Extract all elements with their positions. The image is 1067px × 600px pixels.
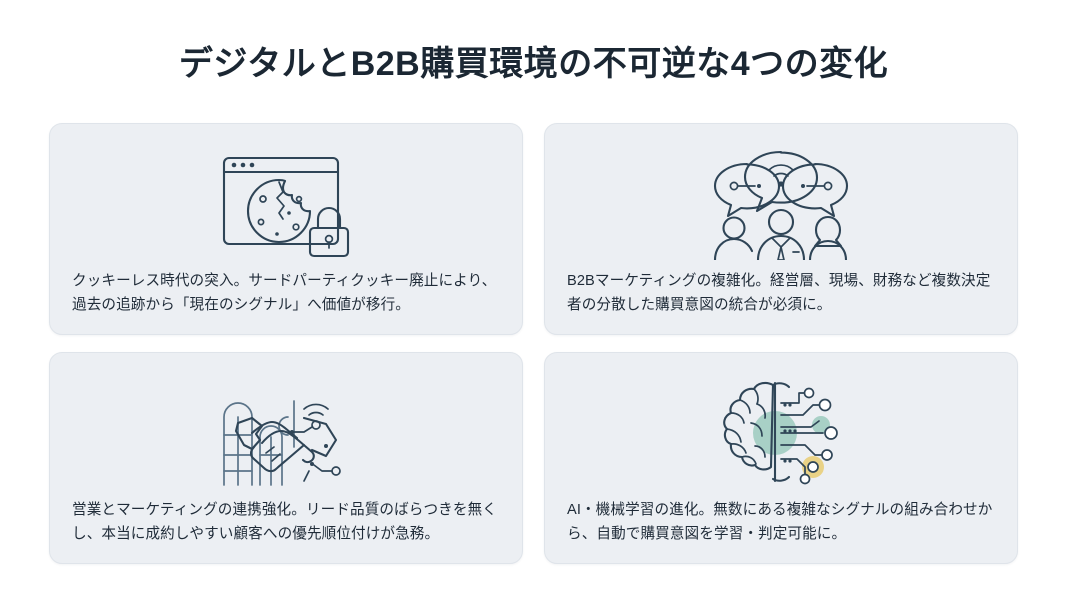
card-cookieless[interactable]: クッキーレス時代の突入。サードパーティクッキー廃止により、過去の追跡から「現在の… xyxy=(49,123,523,335)
people-speech-bubbles-icon xyxy=(703,142,859,260)
card-description: クッキーレス時代の突入。サードパーティクッキー廃止により、過去の追跡から「現在の… xyxy=(72,273,497,313)
card-description: 営業とマーケティングの連携強化。リード品質のばらつきを無くし、本当に成約しやすい… xyxy=(72,502,497,542)
card-b2b-complexity[interactable]: B2Bマーケティングの複雑化。経営層、現場、財務など複数決定者の分散した購買意図… xyxy=(544,123,1018,335)
browser-cookie-lock-icon xyxy=(211,142,361,260)
card-description: B2Bマーケティングの複雑化。経営層、現場、財務など複数決定者の分散した購買意図… xyxy=(567,273,991,313)
ai-brain-circuit-icon xyxy=(703,371,859,489)
cards-grid: クッキーレス時代の突入。サードパーティクッキー廃止により、過去の追跡から「現在の… xyxy=(49,123,1019,564)
card-description: AI・機械学習の進化。無数にある複雑なシグナルの組み合わせから、自動で購買意図を… xyxy=(567,502,993,542)
card-ai-machine-learning[interactable]: AI・機械学習の進化。無数にある複雑なシグナルの組み合わせから、自動で購買意図を… xyxy=(544,352,1018,564)
handshake-network-icon xyxy=(208,371,364,489)
page-title: デジタルとB2B購買環境の不可逆な4つの変化 xyxy=(178,45,889,83)
card-sales-marketing-alignment[interactable]: 営業とマーケティングの連携強化。リード品質のばらつきを無くし、本当に成約しやすい… xyxy=(49,352,523,564)
